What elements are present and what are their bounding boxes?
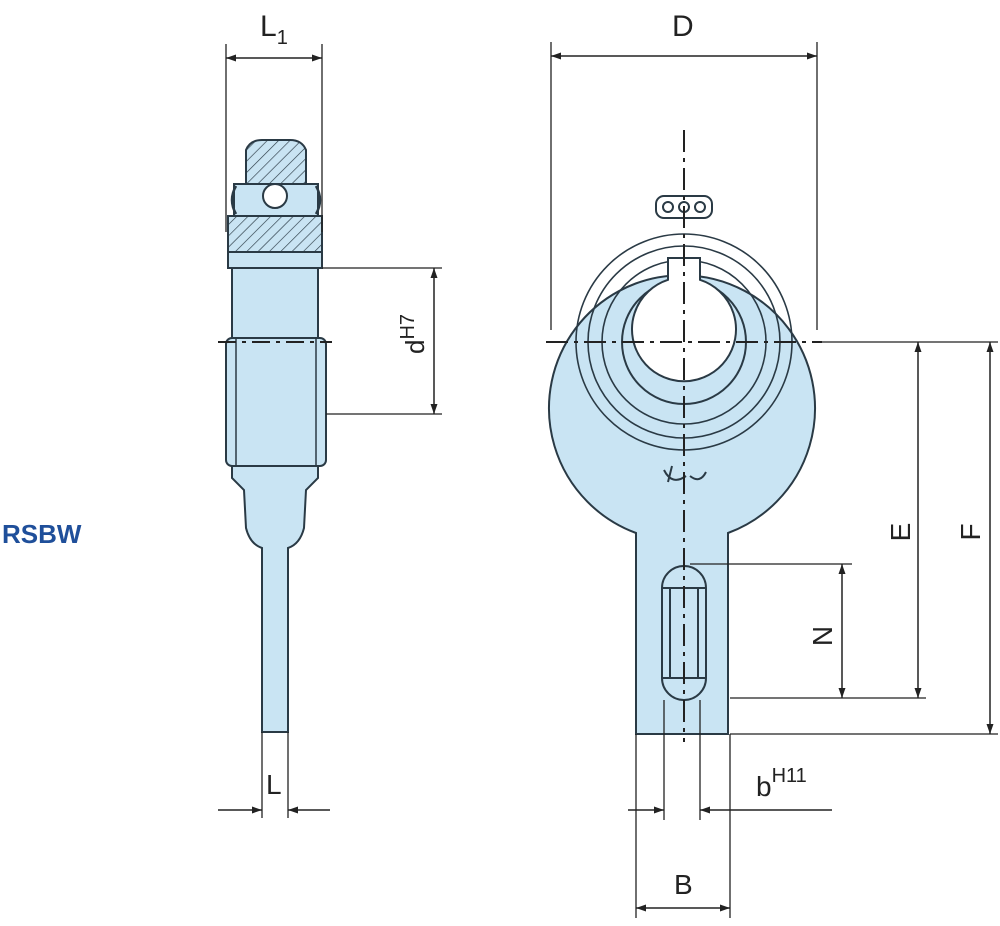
side-view-collar — [225, 337, 327, 467]
dimension-label-n: N — [807, 626, 838, 646]
svg-text:L1: L1 — [260, 10, 288, 49]
dimension-label-d: d — [400, 340, 430, 354]
svg-text:bH11: bH11 — [756, 765, 807, 802]
inner-ring-section — [227, 215, 323, 253]
dimension-label-b-superscript: H11 — [772, 765, 807, 787]
dimension-b-stem: B — [635, 734, 731, 918]
svg-text:dH7: dH7 — [397, 314, 430, 354]
outer-ring-section — [245, 139, 307, 185]
dimension-l: L — [218, 732, 330, 818]
side-view — [218, 139, 332, 733]
bore-with-keyway — [631, 257, 737, 383]
dimension-label-l1-subscript: 1 — [277, 27, 288, 49]
dimension-n: N — [690, 563, 852, 698]
dimension-label-l1: L — [260, 10, 277, 43]
bearing-ball — [262, 183, 288, 209]
dimension-l1: L1 — [225, 10, 323, 232]
dimension-label-e: E — [885, 523, 916, 542]
dimension-bore: dH7 — [322, 267, 442, 415]
front-view — [546, 130, 822, 742]
dimension-f: F — [730, 341, 998, 735]
dimension-d: D — [550, 10, 818, 330]
dimension-label-d-superscript: H7 — [397, 314, 419, 340]
dimension-label-l: L — [266, 769, 282, 800]
dimension-label-b-stem: B — [674, 869, 693, 900]
dimension-e: E — [730, 342, 926, 699]
dimension-label-f: F — [955, 523, 986, 540]
dimension-b-slot: bH11 — [628, 700, 832, 820]
dimension-label-d-outer: D — [672, 10, 694, 43]
dimension-label-b: b — [756, 771, 772, 802]
product-code-label: RSBW — [2, 519, 82, 549]
